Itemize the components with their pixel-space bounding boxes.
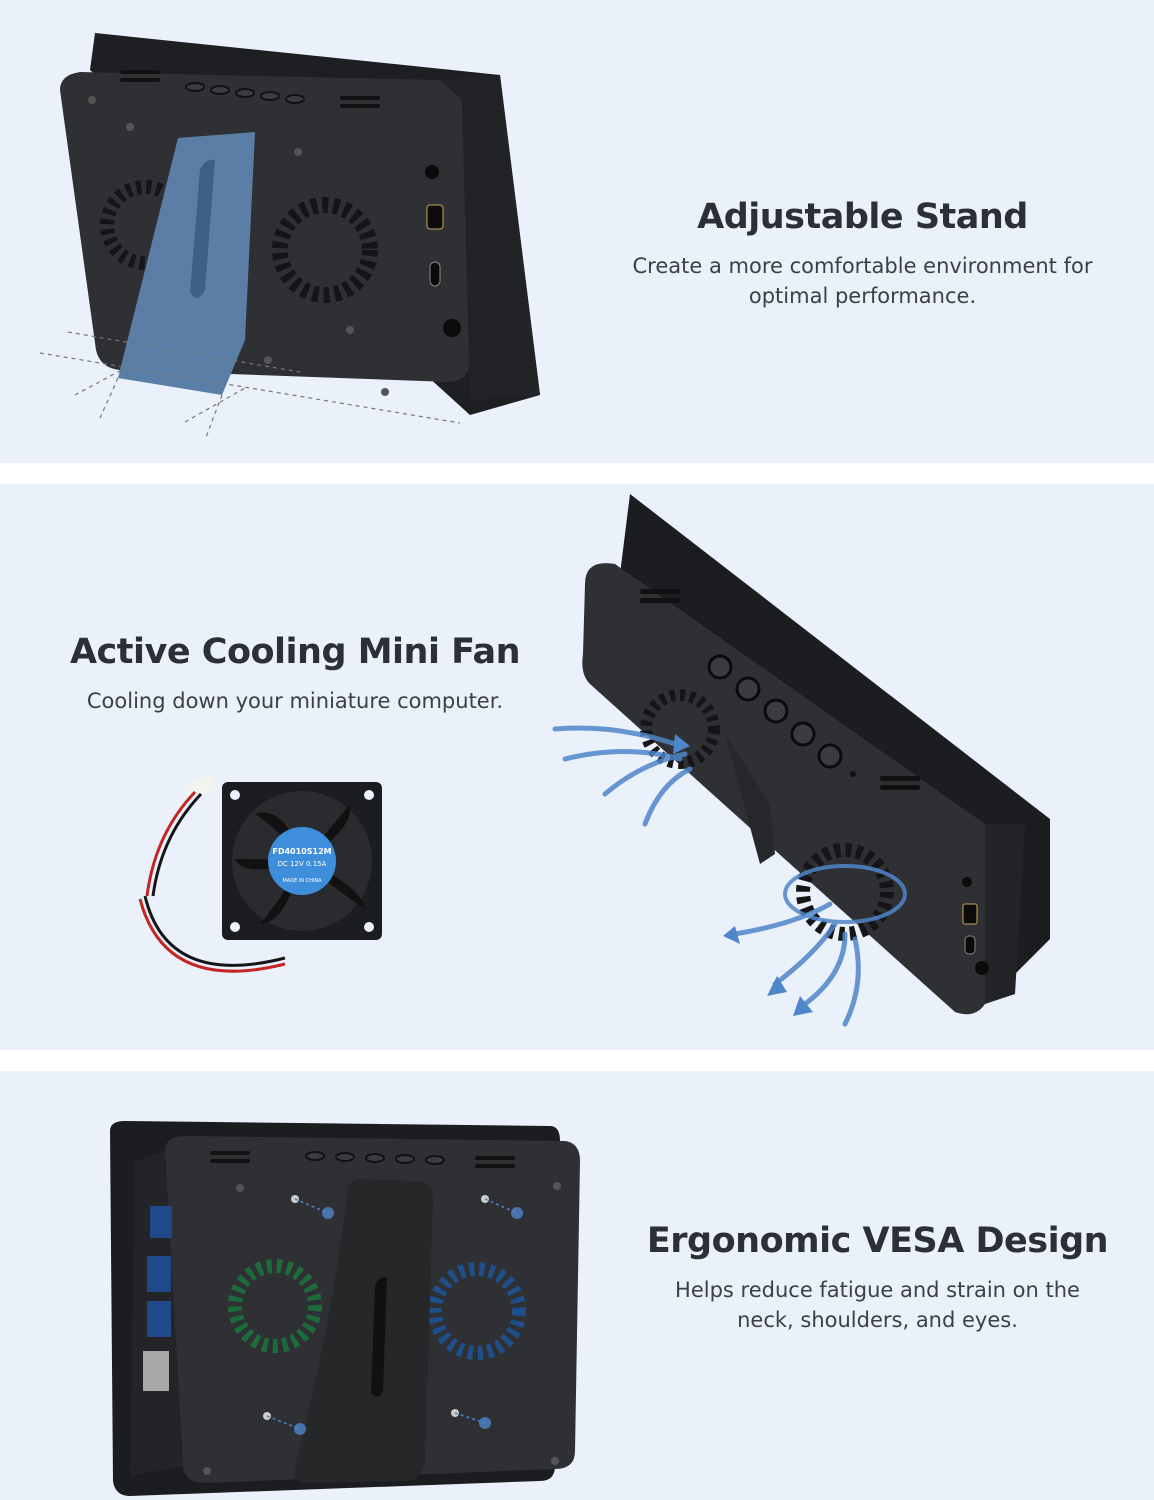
- vent-grille: [640, 589, 920, 790]
- control-buttons: [707, 654, 843, 769]
- vent-grille: [210, 1151, 515, 1168]
- adjustable-stand-panel: Adjustable Stand Create a more comfortab…: [0, 0, 1154, 463]
- monitor-rear-vesa-image: [110, 1121, 580, 1496]
- side-ports: [962, 877, 989, 975]
- feature-description: Cooling down your miniature computer.: [86, 689, 504, 713]
- feature-title: Adjustable Stand: [697, 197, 1028, 237]
- control-buttons: [185, 82, 305, 104]
- svg-text:MADE IN CHINA: MADE IN CHINA: [282, 878, 322, 884]
- feature-adjustable-stand: Adjustable Stand Create a more comfortab…: [600, 197, 1125, 311]
- control-buttons: [305, 1151, 445, 1165]
- monitor-side-airflow-image: [552, 494, 1050, 1027]
- feature-description: Create a more comfortable environment fo…: [632, 254, 1093, 308]
- folded-stand: [293, 1179, 434, 1483]
- monitor-rear-with-stand-image: [39, 33, 540, 441]
- side-io-ports: [143, 1206, 172, 1391]
- fan-hub-label: [268, 827, 336, 895]
- feature-title: Active Cooling Mini Fan: [69, 632, 521, 672]
- feature-vesa-design: Ergonomic VESA Design Helps reduce fatig…: [640, 1221, 1115, 1335]
- vent-grille: [120, 70, 380, 108]
- active-cooling-panel: Active Cooling Mini Fan Cooling down you…: [0, 484, 1154, 1050]
- vesa-design-panel: Ergonomic VESA Design Helps reduce fatig…: [0, 1071, 1154, 1500]
- fan-grille-right: [428, 1262, 526, 1360]
- adjustable-stand: [118, 132, 255, 395]
- feature-description: Helps reduce fatigue and strain on the n…: [675, 1278, 1080, 1332]
- fan-grille-left: [228, 1259, 322, 1353]
- feature-active-cooling: Active Cooling Mini Fan Cooling down you…: [60, 632, 530, 716]
- fan-grille-right: [272, 197, 378, 303]
- side-ports: [425, 165, 461, 337]
- angle-guide-lines: [39, 331, 461, 441]
- svg-text:DC 12V 0.15A: DC 12V 0.15A: [278, 860, 327, 868]
- mini-fan-image: FD4010S12M DC 12V 0.15A MADE IN CHINA: [138, 774, 382, 973]
- feature-title: Ergonomic VESA Design: [646, 1221, 1109, 1261]
- airflow-arrowheads: [673, 734, 813, 1016]
- airflow-arrows: [552, 725, 907, 1027]
- svg-text:FD4010S12M: FD4010S12M: [272, 847, 331, 856]
